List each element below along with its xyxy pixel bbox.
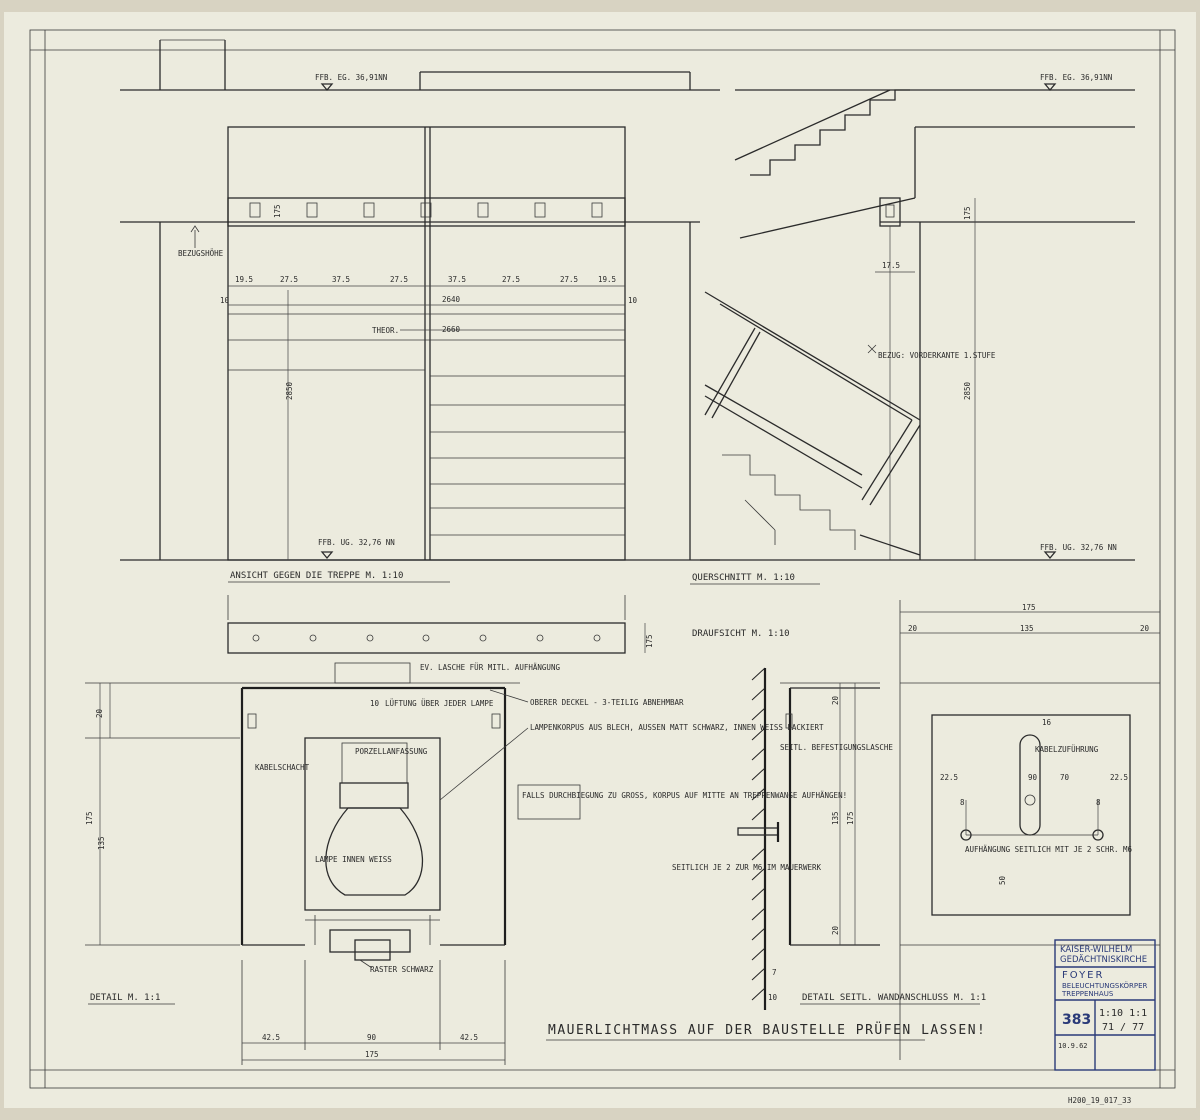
detail-dim-top-10: 10 (370, 699, 380, 708)
note-kabel: KABELSCHACHT (255, 763, 310, 772)
stamp-line2: GEDÄCHTNISKIRCHE (1060, 954, 1147, 965)
level-top-left: FFB. EG. 36,91NN (315, 73, 387, 82)
svg-text:8: 8 (1096, 798, 1101, 807)
note-befestigung: SEITL. BEFESTIGUNGSLASCHE (780, 743, 893, 752)
note-kabelzufuehrung: KABELZUFÜHRUNG (1035, 745, 1099, 754)
svg-text:135: 135 (831, 811, 840, 825)
title-stamp: KAISER-WILHELM GEDÄCHTNISKIRCHE FOYER BE… (1054, 939, 1156, 1071)
archive-number: H200_19_017_33 (1068, 1096, 1131, 1105)
svg-text:70: 70 (1060, 773, 1070, 782)
bezug-label: BEZUGSHÖHE (178, 249, 224, 258)
note-lampe: LAMPE INNEN WEISS (315, 855, 392, 864)
sec-dim-175: 17.5 (882, 261, 900, 270)
sec-dim-top: 175 (963, 206, 972, 220)
note-fassung: PORZELLANFASSUNG (355, 747, 428, 756)
svg-text:22.5: 22.5 (1110, 773, 1128, 782)
svg-text:19.5: 19.5 (598, 275, 616, 284)
svg-text:135: 135 (1020, 624, 1034, 633)
detail-dim-175b: 175 (365, 1050, 379, 1059)
lamp-marks (249, 202, 603, 218)
level-bottom-left: FFB. UG. 32,76 NN (318, 538, 395, 547)
svg-text:175: 175 (846, 811, 855, 825)
detail-dim-20: 20 (95, 708, 104, 718)
stamp-date: 10.9.62 (1058, 1042, 1088, 1050)
stamp-sub2: TREPPENHAUS (1061, 990, 1114, 998)
note-aufhaengung: AUFHÄNGUNG SEITLICH MIT JE 2 SCHR. M6 (965, 845, 1133, 854)
lamp-detail: EV. LASCHE FÜR MITL. AUFHÄNGUNG 20 175 1… (85, 662, 847, 1065)
note-seitlich: SEITLICH JE 2 ZUR M6 IM MAUERWERK (672, 863, 821, 872)
section-title: QUERSCHNITT M. 1:10 (692, 573, 795, 583)
dim-right-10: 10 (628, 296, 638, 305)
detail-title: DETAIL M. 1:1 (90, 993, 160, 1003)
stamp-number: 383 (1062, 1012, 1091, 1028)
sec-height: 2850 (963, 381, 972, 400)
elev-height-2850: 2850 (285, 381, 294, 400)
stamp-project: FOYER (1062, 970, 1104, 981)
svg-text:10: 10 (768, 993, 778, 1002)
svg-text:27.5: 27.5 (560, 275, 578, 284)
stamp-sheet: 71 / 77 (1102, 1022, 1144, 1033)
svg-text:27.5: 27.5 (280, 275, 298, 284)
svg-text:27.5: 27.5 (502, 275, 520, 284)
svg-text:7: 7 (772, 968, 777, 977)
dim-left-10: 10 (220, 296, 230, 305)
cross-section-view: FFB. EG. 36,91NN 17.5 175 2850 BEZUG: VO… (690, 73, 1135, 585)
stamp-scale: 1:10 1:1 (1099, 1008, 1147, 1019)
svg-text:20: 20 (831, 695, 840, 705)
main-note: MAUERLICHTMASS AUF DER BAUSTELLE PRÜFEN … (548, 1021, 986, 1038)
svg-text:20: 20 (1140, 624, 1150, 633)
svg-text:175: 175 (1022, 603, 1036, 612)
drawing-frame (29, 29, 1176, 1089)
svg-text:19.5: 19.5 (235, 275, 253, 284)
level-bottom-right: FFB. UG. 32,76 NN (1040, 543, 1117, 552)
note-deckel: OBERER DECKEL - 3-TEILIG ABNEHMBAR (530, 698, 684, 707)
stamp-sub1: BELEUCHTUNGSKÖRPER (1062, 981, 1148, 990)
detail-dim-90: 90 (367, 1033, 377, 1042)
stamp-line1: KAISER-WILHELM (1060, 945, 1132, 955)
svg-text:50: 50 (998, 875, 1007, 885)
railing (704, 291, 921, 506)
level-top-right: FFB. EG. 36,91NN (1040, 73, 1112, 82)
detail-dim-425a: 42.5 (262, 1033, 280, 1042)
spacing-dims: 19.5 27.5 37.5 27.5 37.5 27.5 27.5 19.5 (235, 275, 616, 284)
lasche-note: EV. LASCHE FÜR MITL. AUFHÄNGUNG (420, 663, 560, 672)
elevation-title: ANSICHT GEGEN DIE TREPPE M. 1:10 (230, 571, 403, 581)
dim-2640: 2640 (442, 295, 461, 304)
svg-text:37.5: 37.5 (448, 275, 466, 284)
svg-text:16: 16 (1042, 718, 1052, 727)
wall-hatching (751, 667, 766, 1001)
elevation-view: FFB. EG. 36,91NN BEZUGSHÖHE 175 19.5 27.… (120, 39, 720, 583)
note-raster: RASTER SCHWARZ (370, 965, 434, 974)
detail-dim-175: 175 (85, 811, 94, 825)
note-durchbiegung: FALLS DURCHBIEGUNG ZU GROSS, KORPUS AUF … (522, 791, 847, 800)
svg-text:8: 8 (960, 798, 965, 807)
wall-detail-title: DETAIL SEITL. WANDANSCHLUSS M. 1:1 (802, 993, 986, 1003)
elev-height-175: 175 (273, 204, 282, 218)
note-korpus: LAMPENKORPUS AUS BLECH, AUSSEN MATT SCHW… (530, 723, 824, 732)
svg-text:90: 90 (1028, 773, 1038, 782)
wall-detail: 20 135 175 20 7 10 SEITL. BEFESTIGUNGSLA… (672, 667, 986, 1010)
dim-2660: 2660 (442, 325, 461, 334)
note-lueftung: LÜFTUNG ÜBER JEDER LAMPE (385, 699, 494, 708)
svg-text:20: 20 (908, 624, 918, 633)
detail-dim-135: 135 (97, 836, 106, 850)
steps-front (430, 375, 625, 536)
svg-text:37.5: 37.5 (332, 275, 350, 284)
plan-title: DRAUFSICHT M. 1:10 (692, 629, 790, 639)
svg-text:27.5: 27.5 (390, 275, 408, 284)
svg-text:22.5: 22.5 (940, 773, 958, 782)
theor-label: THEOR. (372, 326, 399, 335)
svg-text:20: 20 (831, 925, 840, 935)
sec-bezug-note: BEZUG: VORDERKANTE 1.STUFE (878, 351, 996, 360)
plan-dim: 175 (645, 634, 654, 648)
detail-dim-425b: 42.5 (460, 1033, 478, 1042)
front-detail: 175 20 135 20 KABELZUFÜHRUNG AUFHÄNGUNG … (899, 600, 1161, 1060)
plan-view: 175 DRAUFSICHT M. 1:10 (227, 595, 790, 654)
